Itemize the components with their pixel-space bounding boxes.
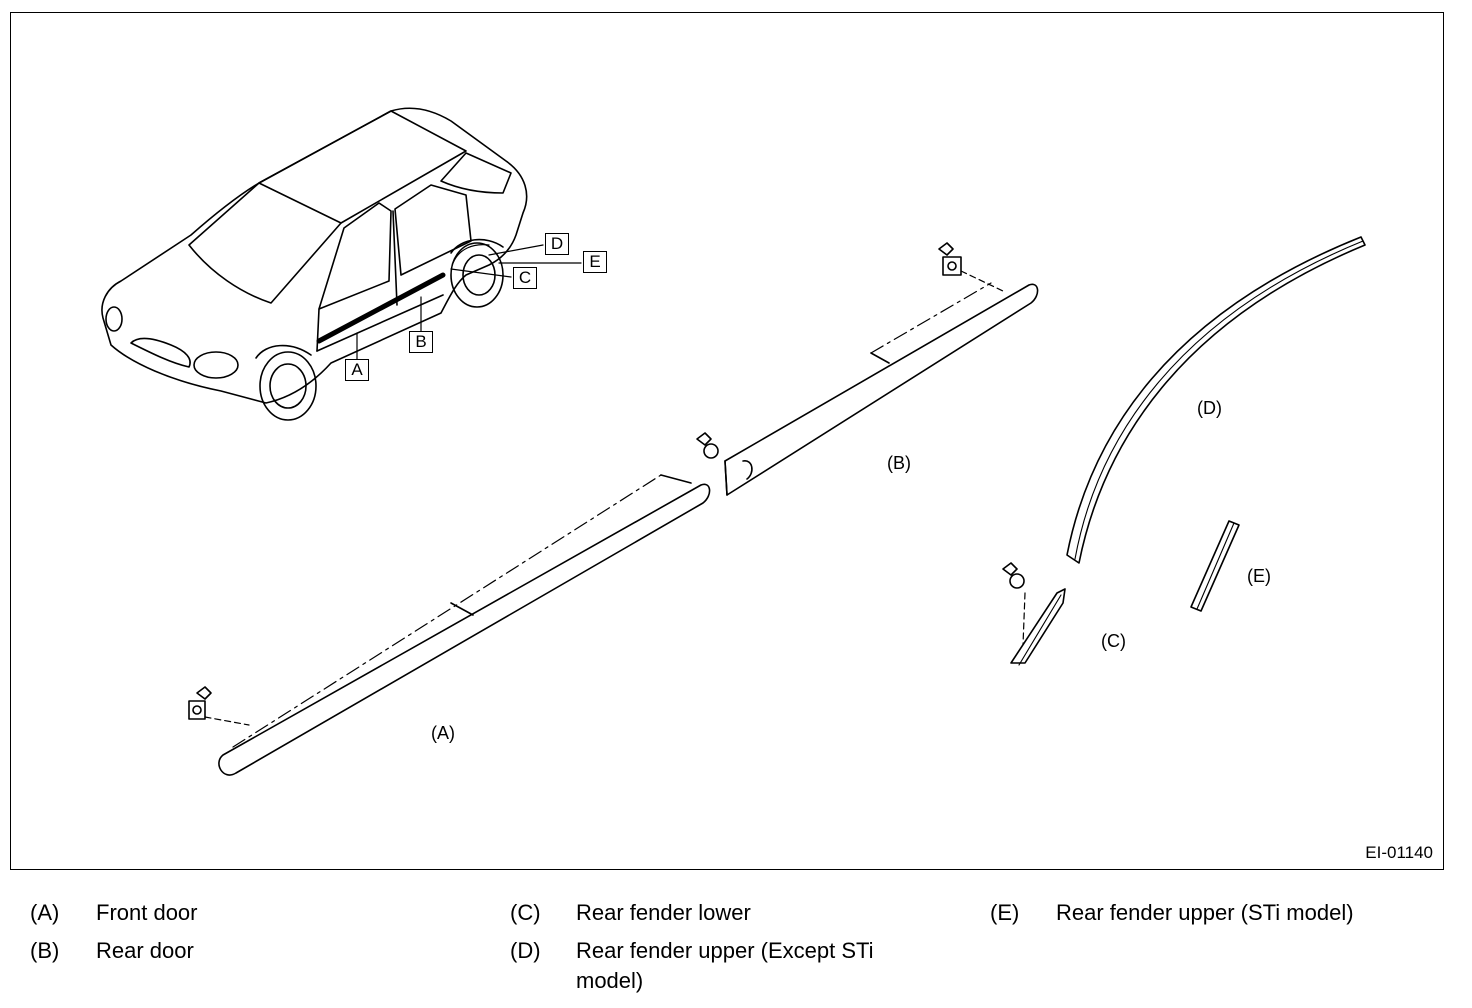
legend-text: Rear fender upper (STi model): [1056, 900, 1354, 925]
part-label-b: (B): [887, 453, 911, 473]
legend-text: Rear door: [96, 938, 194, 963]
part-label-e: (E): [1247, 566, 1271, 586]
part-label-d: (D): [1197, 398, 1222, 418]
legend-text: Rear fender lower: [576, 900, 751, 925]
callout-b: B: [409, 331, 433, 353]
part-label-c: (C): [1101, 631, 1126, 651]
part-d-rear-fender-upper-molding: [1066, 236, 1366, 564]
legend-text: Front door: [96, 900, 198, 925]
callout-a: A: [345, 359, 369, 381]
figure-id: EI-01140: [1365, 843, 1433, 862]
part-c-rear-fender-lower: [1002, 562, 1066, 666]
legend-key: (A): [30, 900, 60, 925]
car-illustration: [101, 107, 582, 421]
legend-key: (D): [510, 938, 541, 963]
part-b-rear-door-molding: [696, 242, 1039, 496]
callout-c: C: [513, 267, 537, 289]
part-e-rear-fender-upper-sti: [1190, 520, 1240, 612]
part-a-front-door-molding: [188, 474, 711, 776]
legend-key: (C): [510, 900, 541, 925]
diagram-frame: A B C D E (A) (B) (C) (D) (E) EI-01140: [10, 12, 1444, 870]
legend-item-d: (D) Rear fender upper (Except STi model): [510, 936, 930, 998]
part-label-a: (A): [431, 723, 455, 743]
legend-key: (E): [990, 900, 1020, 925]
callout-e: E: [583, 251, 607, 273]
legend-key: (B): [30, 938, 60, 963]
parts-illustration: [101, 107, 1366, 776]
legend-text: Rear fender upper (Except STi model): [576, 938, 874, 993]
callout-d: D: [545, 233, 569, 255]
